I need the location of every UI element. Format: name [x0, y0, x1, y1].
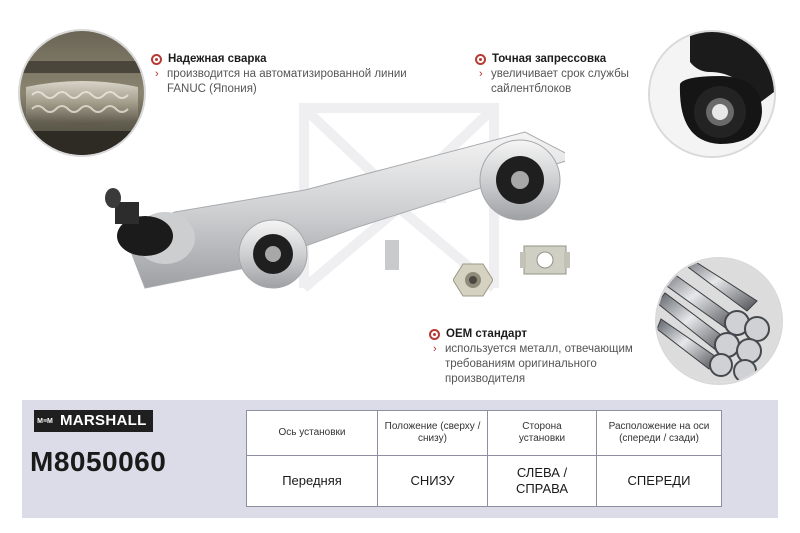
spec-header: Ось установки	[246, 410, 378, 456]
spec-header-text: Расположение на оси (спереди / сзади)	[608, 421, 710, 444]
bullet-dot-icon	[475, 54, 486, 65]
feature-description: производится на автоматизированной линии…	[167, 68, 407, 95]
spec-value: СЛЕВА / СПРАВА	[487, 455, 597, 507]
brand-name: MARSHALL	[56, 410, 153, 432]
chevron-right-icon: ›	[155, 68, 159, 80]
spec-value: СПЕРЕДИ	[596, 455, 722, 507]
spec-value: СНИЗУ	[377, 455, 488, 507]
metal-rods-image	[655, 257, 783, 385]
nut-image	[453, 263, 493, 297]
feature-description: используется металл, отвечающим требован…	[445, 343, 633, 385]
spec-header-row: Ось установки Положение (сверху / снизу)…	[246, 410, 722, 456]
control-arm-image	[105, 131, 565, 289]
feature-oem: OEM стандарт › используется металл, отвеч…	[429, 327, 660, 387]
feature-description: увеличивает срок службы сайлентблоков	[491, 68, 629, 95]
brand-logo: M≡M MARSHALL	[34, 410, 153, 432]
feature-title: Точная запрессовка	[492, 53, 607, 65]
spec-value-row: Передняя СНИЗУ СЛЕВА / СПРАВА СПЕРЕДИ	[246, 455, 722, 507]
spec-header-text: Сторона установки	[518, 421, 566, 444]
bullet-dot-icon	[151, 54, 162, 65]
feature-pressing: Точная запрессовка › увеличивает срок слу…	[475, 52, 661, 97]
brand-mark-icon: M≡M	[34, 410, 56, 432]
feature-title: OEM стандарт	[446, 328, 527, 340]
spec-header: Сторона установки	[487, 410, 597, 456]
feature-title: Надежная сварка	[168, 53, 267, 65]
spec-header: Положение (сверху / снизу)	[377, 410, 488, 456]
article-number: M8050060	[30, 446, 167, 477]
spec-header-text: Ось установки	[278, 427, 346, 438]
chevron-right-icon: ›	[479, 68, 483, 80]
spec-value-text: СЛЕВА / СПРАВА	[515, 465, 569, 496]
feature-welding: Надежная сварка › производится на автомат…	[151, 52, 427, 97]
spec-header: Расположение на оси (спереди / сзади)	[596, 410, 722, 456]
spec-value: Передняя	[246, 455, 378, 507]
washer-image	[520, 245, 570, 275]
spec-table: Ось установки Положение (сверху / снизу)…	[246, 410, 722, 507]
spec-header-text: Положение (сверху / снизу)	[384, 421, 481, 444]
product-info-panel: M≡M MARSHALL M8050060 Ось установки Поло…	[22, 400, 778, 518]
bullet-dot-icon	[429, 329, 440, 340]
chevron-right-icon: ›	[433, 343, 437, 355]
bushing-closeup-image	[648, 30, 776, 158]
